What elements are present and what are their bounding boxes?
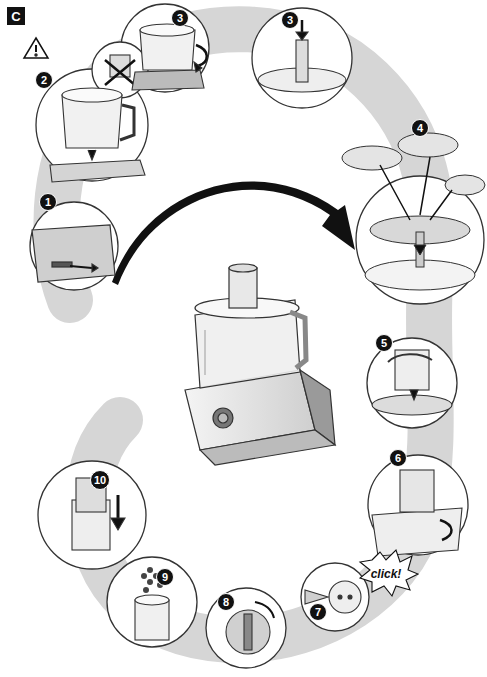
callout-number: 4 bbox=[411, 119, 429, 137]
callout-number: 7 bbox=[309, 603, 327, 621]
callout-number: 2 bbox=[35, 71, 53, 89]
callout-number: 3 bbox=[171, 9, 189, 27]
step8-art bbox=[226, 602, 274, 654]
step2-art bbox=[24, 38, 145, 182]
step3-bowl-art bbox=[132, 24, 207, 90]
step1-art bbox=[32, 225, 115, 282]
food-processor bbox=[185, 264, 335, 465]
step6-art bbox=[360, 470, 462, 596]
callout-number: 10 bbox=[90, 470, 110, 490]
callout-number: 6 bbox=[389, 449, 407, 467]
step4-discs-art bbox=[342, 133, 485, 290]
figure-letter: C bbox=[7, 7, 25, 25]
step3-shaft-art bbox=[258, 20, 346, 92]
callout-number: 5 bbox=[375, 334, 393, 352]
curved-arrow bbox=[112, 182, 355, 285]
callout-number: 9 bbox=[156, 568, 174, 586]
detail-circles bbox=[30, 4, 484, 668]
callout-number: 1 bbox=[39, 193, 57, 211]
callout-number: 8 bbox=[217, 593, 235, 611]
sound-label: click! bbox=[369, 566, 404, 582]
callout-number: 3 bbox=[281, 11, 299, 29]
step5-art bbox=[372, 350, 452, 415]
